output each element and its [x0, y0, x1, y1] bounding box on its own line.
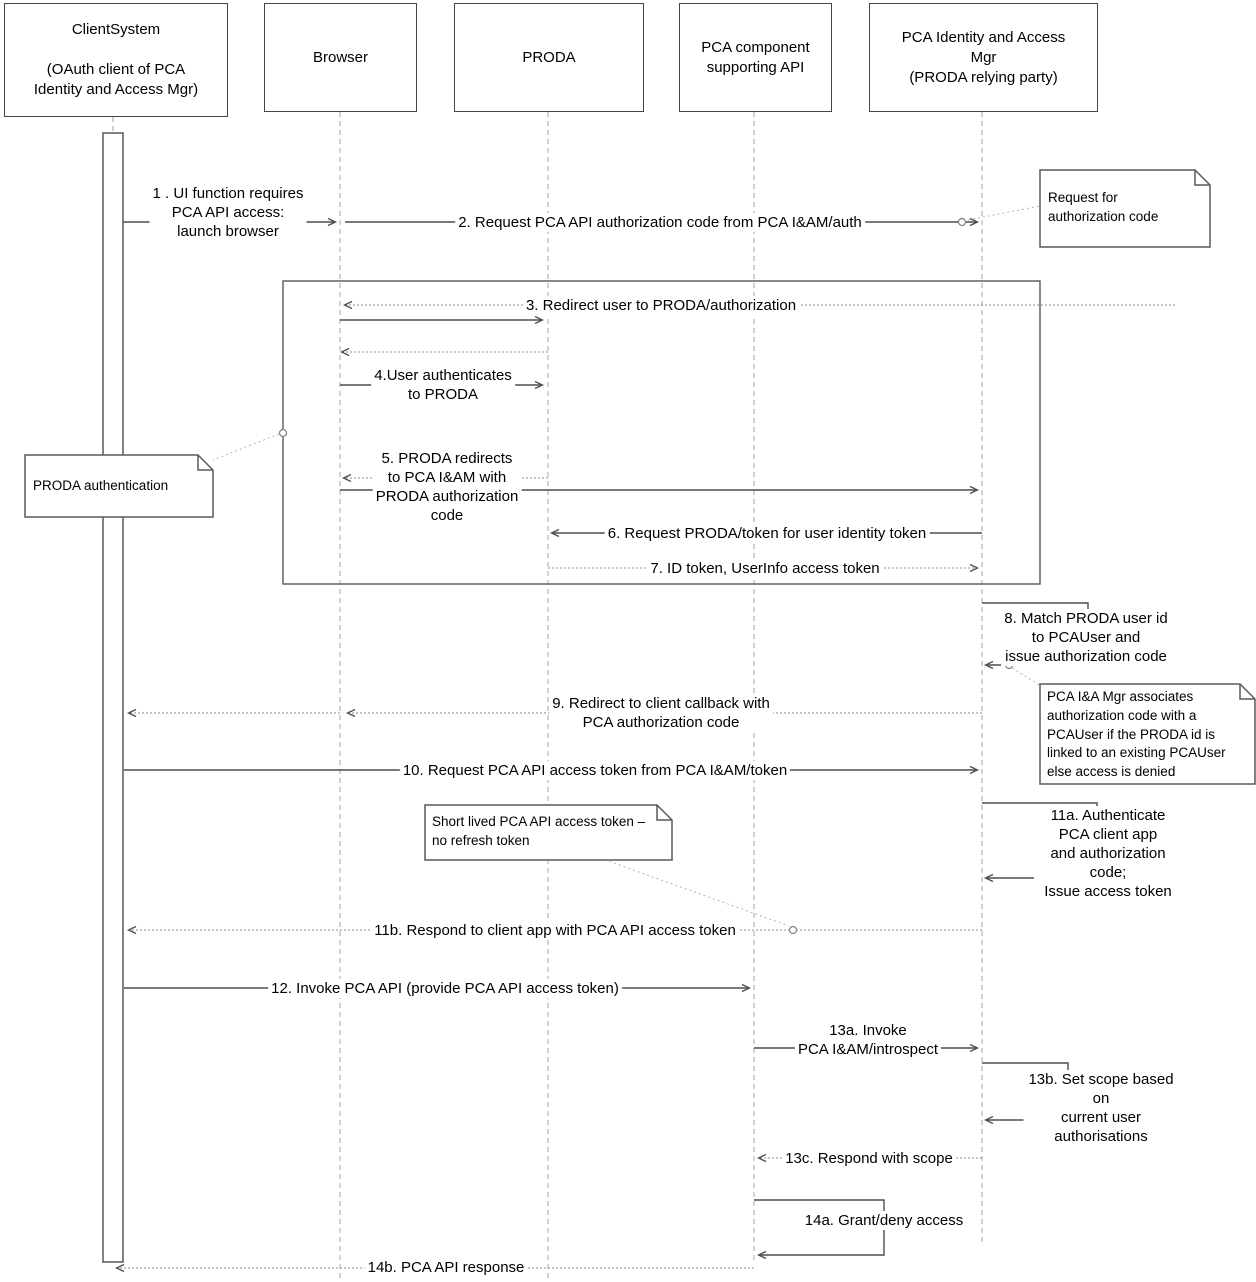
message-label-1: 1 . UI function requires PCA API access:… [149, 184, 307, 241]
message-label-13c: 13c. Respond with scope [782, 1149, 956, 1168]
lifelines [112, 112, 983, 1278]
message-label-12: 12. Invoke PCA API (provide PCA API acce… [268, 979, 622, 998]
message-label-11a: 11a. Authenticate PCA client app and aut… [1034, 806, 1182, 901]
message-label-3: 3. Redirect user to PRODA/authorization [522, 296, 800, 315]
dashed-message-arrows [114, 300, 1175, 1273]
note-shapes [24, 169, 1256, 861]
message-label-9: 9. Redirect to client callback with PCA … [549, 694, 773, 732]
message-label-13a: 13a. Invoke PCA I&AM/introspect [794, 1021, 942, 1059]
solid-message-arrows [123, 217, 1098, 1260]
activation-bar-clientsystem [102, 132, 124, 1263]
message-label-14a: 14a. Grant/deny access [801, 1211, 967, 1230]
note-request-authorization-code: Request for authorization code [1048, 190, 1159, 224]
actor-label-pca-iam: PCA Identity and Access Mgr (PRODA relyi… [901, 28, 1066, 86]
actor-box-proda: PRODA [454, 3, 644, 112]
actor-box-pca-component: PCA component supporting API [679, 3, 832, 112]
message-label-8: 8. Match PRODA user id to PCAUser and is… [1001, 609, 1171, 666]
actor-box-browser: Browser [264, 3, 417, 112]
note-iam-association: PCA I&A Mgr associates authorization cod… [1047, 689, 1226, 780]
note-short-lived-token: Short lived PCA API access token – no re… [432, 814, 646, 848]
actor-label-pca-component: PCA component supporting API [701, 38, 810, 76]
message-label-7: 7. ID token, UserInfo access token [647, 559, 883, 578]
actor-label-browser: Browser [312, 48, 368, 66]
message-label-6: 6. Request PRODA/token for user identity… [604, 524, 930, 543]
message-label-2: 2. Request PCA API authorization code fr… [455, 213, 865, 232]
message-label-10: 10. Request PCA API access token from PC… [399, 761, 791, 780]
message-label-5: 5. PRODA redirects to PCA I&AM with PROD… [372, 449, 522, 525]
message-label-14b: 14b. PCA API response [364, 1258, 528, 1277]
actor-label-proda: PRODA [522, 48, 576, 66]
message-label-13b: 13b. Set scope based on current user aut… [1023, 1070, 1179, 1146]
note-proda-authentication: PRODA authentication [33, 478, 169, 493]
actor-box-clientsystem: ClientSystem (OAuth client of PCA Identi… [4, 3, 228, 117]
message-label-4: 4.User authenticates to PRODA [371, 366, 515, 404]
note-connectors [212, 205, 1042, 927]
actor-label-clientsystem: ClientSystem (OAuth client of PCA Identi… [33, 21, 199, 98]
actor-box-pca-iam: PCA Identity and Access Mgr (PRODA relyi… [869, 3, 1098, 112]
message-label-11b: 11b. Respond to client app with PCA API … [371, 921, 739, 940]
